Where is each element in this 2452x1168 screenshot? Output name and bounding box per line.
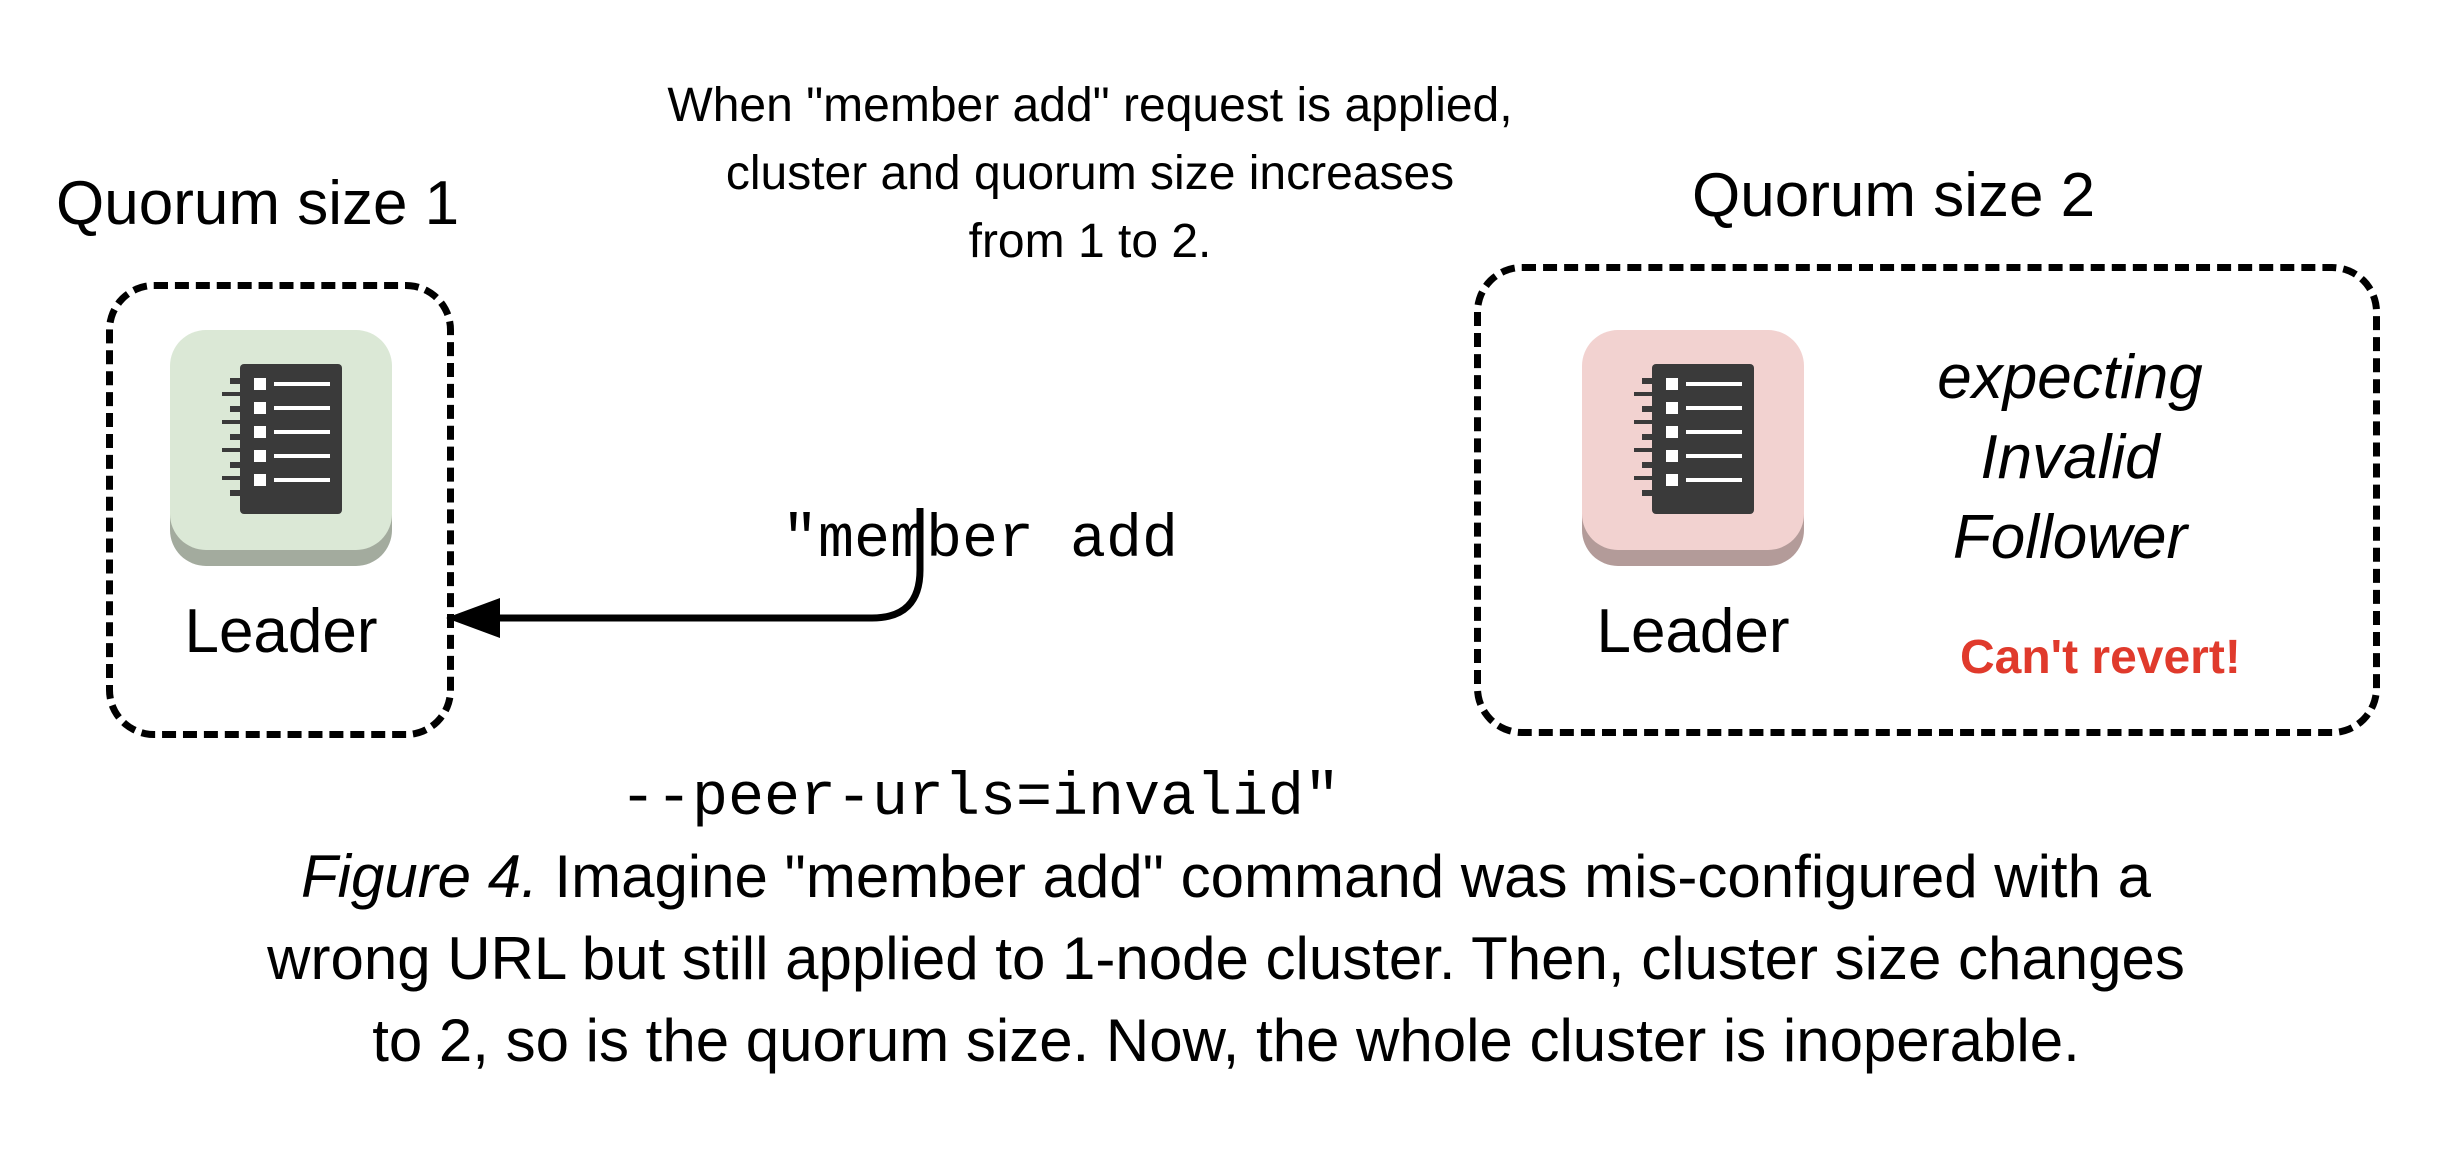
command-line-1: "member add: [781, 507, 1179, 575]
note-line-3: from 1 to 2.: [968, 215, 1212, 268]
caption-line-3: to 2, so is the quorum size. Now, the wh…: [372, 1007, 2080, 1074]
expecting-follower-text: expecting Invalid Follower: [1880, 338, 2260, 578]
server-rack-icon: [1634, 364, 1754, 514]
left-quorum-label: Quorum size 1: [56, 169, 460, 238]
right-leader-label: Leader: [1596, 597, 1790, 666]
figure-caption: Figure 4. Imagine "member add" command w…: [0, 836, 2452, 1082]
figure-label: Figure 4.: [300, 843, 538, 910]
member-add-command: "member add --peer-urls=invalid": [560, 326, 1400, 928]
server-rack-icon: [222, 364, 342, 514]
expect-line-2: Invalid: [1980, 423, 2160, 492]
left-leader-label: Leader: [184, 597, 378, 666]
expect-line-1: expecting: [1937, 343, 2203, 412]
left-cluster-boundary: [106, 282, 454, 738]
expect-line-3: Follower: [1952, 503, 2188, 572]
transition-note: When "member add" request is applied, cl…: [560, 72, 1620, 276]
cant-revert-warning: Can't revert!: [1960, 631, 2241, 684]
note-line-2: cluster and quorum size increases: [725, 147, 1455, 200]
note-line-1: When "member add" request is applied,: [667, 79, 1513, 132]
right-quorum-label: Quorum size 2: [1692, 161, 2096, 230]
caption-line-1-text: Imagine "member add" command was mis-con…: [537, 843, 2152, 910]
command-line-2: --peer-urls=invalid": [619, 765, 1341, 833]
caption-line-2: wrong URL but still applied to 1-node cl…: [267, 925, 2185, 992]
right-cluster-boundary: [1474, 264, 2380, 736]
caption-line-1: Figure 4. Imagine "member add" command w…: [0, 836, 2452, 918]
left-leader-server-tile: [170, 330, 392, 566]
right-leader-server-tile: [1582, 330, 1804, 566]
